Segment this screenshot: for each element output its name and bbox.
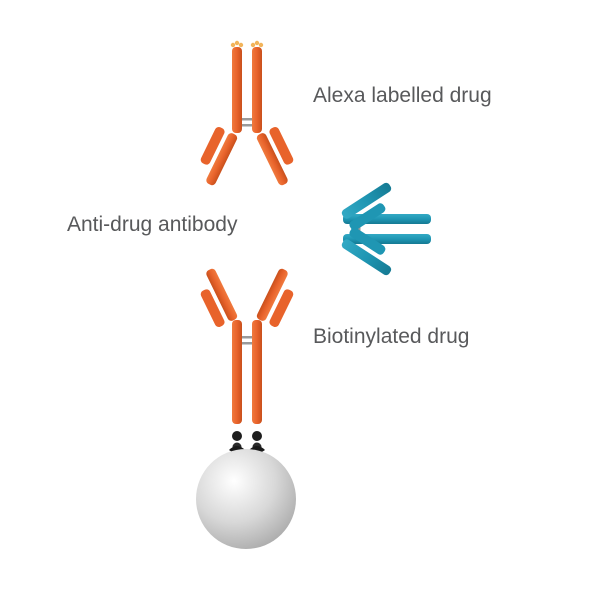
biotinylated-drug-label: Biotinylated drug [313,325,470,348]
biotin-streptavidin-icon [229,431,265,453]
alexa-hinge [242,118,252,121]
alexa-heavy-chain-right [252,47,262,133]
biotin-hinge [242,336,252,339]
anti-drug-antibody [341,182,431,276]
alexa-fab-arm-left [200,127,238,186]
anti-drug-antibody-label: Anti-drug antibody [67,213,238,236]
biotinylated-drug [200,268,294,424]
alexa-tag-icon [230,40,264,48]
alexa-labelled-drug-label: Alexa labelled drug [313,84,492,107]
alexa-fab-arm-right [256,127,294,186]
biotin-fab-arm-left [200,268,238,327]
ada-fab-arm-upper [341,182,392,231]
alexa-heavy-chain-left [232,47,242,133]
biotin-heavy-chain-left [232,320,242,424]
biotin-heavy-chain-right [252,320,262,424]
biotin-fab-arm-right [256,268,294,327]
streptavidin-bead [196,449,296,549]
alexa-labelled-drug [200,40,294,186]
ada-fab-arm-lower [341,227,392,276]
